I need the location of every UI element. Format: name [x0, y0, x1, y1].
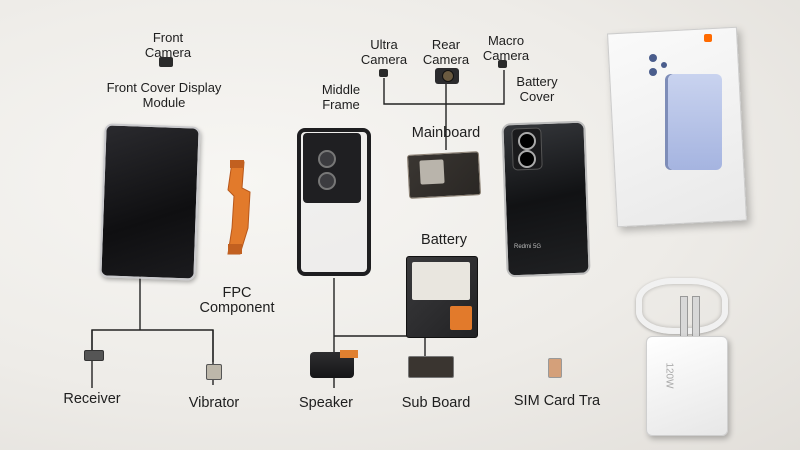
front-camera-module — [159, 57, 173, 67]
label-rear-camera: Rear Camera — [422, 37, 470, 67]
battery-label — [412, 262, 470, 300]
ultra-camera-module — [379, 69, 388, 77]
sim-tray-component — [548, 358, 562, 378]
label-ultra-camera: Ultra Camera — [360, 37, 408, 67]
label-front-cover-display-module: Front Cover Display Module — [106, 80, 222, 110]
box-camera-dot-1 — [649, 54, 657, 62]
sub-board-component — [408, 356, 454, 378]
middle-frame-camera-cutout — [303, 133, 361, 203]
box-brand-logo — [704, 34, 712, 42]
middle-frame-lens-1 — [318, 150, 336, 168]
label-fpc-component: FPC Component — [199, 285, 275, 316]
middle-frame-lens-2 — [318, 172, 336, 190]
label-battery-cover: Battery Cover — [516, 74, 558, 104]
label-front-camera: Front Camera — [144, 30, 192, 60]
fpc-flex-cable — [227, 160, 251, 255]
battery-cover-lens-1 — [518, 132, 536, 150]
label-sub-board: Sub Board — [401, 395, 471, 411]
mainboard-shield — [419, 159, 445, 185]
battery-cover-lens-2 — [518, 150, 536, 168]
front-cover-display — [99, 123, 201, 281]
label-speaker: Speaker — [298, 395, 353, 411]
box-phone-render — [668, 74, 722, 170]
receiver-component — [84, 350, 104, 361]
charger-wattage-text: 120W — [663, 362, 675, 389]
label-macro-camera: Macro Camera — [482, 33, 530, 63]
label-vibrator: Vibrator — [188, 395, 240, 411]
charger-brick — [646, 336, 728, 436]
label-battery: Battery — [421, 232, 467, 248]
speaker-flex — [340, 350, 358, 358]
vibrator-component — [206, 364, 222, 380]
box-camera-dot-2 — [649, 68, 657, 76]
label-receiver: Receiver — [63, 391, 121, 407]
macro-camera-module — [498, 60, 507, 68]
rear-camera-lens — [442, 70, 454, 82]
charger-plug-prong-right — [692, 296, 700, 338]
battery-connector — [450, 306, 472, 330]
label-mainboard: Mainboard — [411, 125, 481, 141]
battery-cover-brand-text: Redmi 5G — [514, 244, 542, 250]
box-camera-dot-3 — [661, 62, 667, 68]
label-sim-card-tray: SIM Card Tra — [513, 393, 601, 409]
charger-plug-prong-left — [680, 296, 688, 338]
label-middle-frame: Middle Frame — [321, 82, 361, 112]
